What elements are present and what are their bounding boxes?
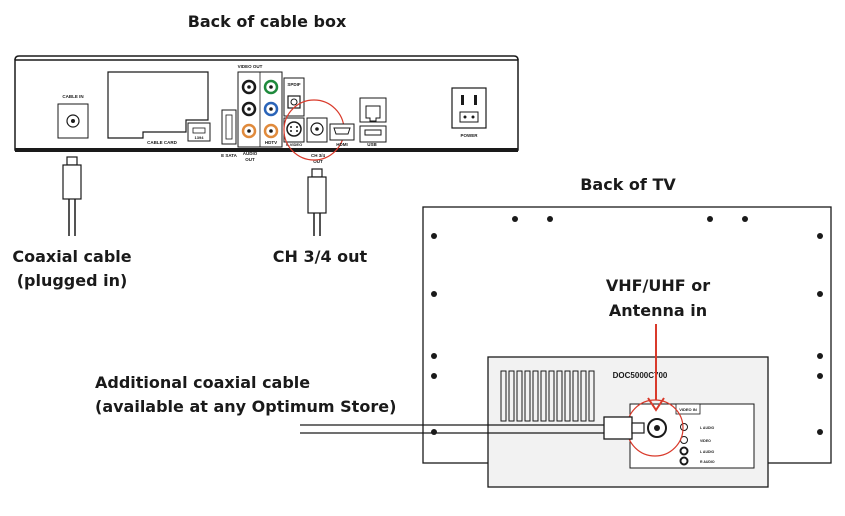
esata-label: E SATA — [221, 153, 238, 158]
power-label: POWER — [460, 133, 478, 138]
coaxial-callout-line1: Coaxial cable — [12, 247, 131, 266]
tv-port-label-2: VIDEO — [700, 439, 711, 443]
tv-port-label-4: R AUDIO — [700, 460, 715, 464]
audio-out-label-2: OUT — [245, 157, 255, 162]
cable-card-slot — [107, 71, 209, 139]
video-out-label: VIDEO OUT — [238, 64, 263, 69]
vhf-callout-line1: VHF/UHF or — [606, 276, 710, 295]
tv-screws — [431, 216, 823, 435]
hdtv-label: HDTV — [265, 140, 277, 145]
ch34-out-label-2: OUT — [313, 159, 323, 164]
usb-label: USB — [367, 142, 377, 147]
port-1394-label: 1394 — [195, 135, 205, 140]
tv-title: Back of TV — [580, 175, 676, 194]
tv-vents — [500, 370, 595, 422]
ch34-out-label-1: CH 3/4 — [311, 153, 326, 158]
firewire-port — [187, 122, 211, 142]
ch34-cable — [307, 168, 327, 236]
additional-coaxial-cable — [300, 416, 645, 440]
additional-callout-line1: Additional coaxial cable — [95, 373, 310, 392]
coaxial-cable-plugged — [62, 156, 82, 236]
tv-video-in-label: VIDEO IN — [679, 407, 697, 412]
cable-box-title: Back of cable box — [188, 12, 347, 31]
esata-port — [221, 109, 237, 145]
tv-port-label-3: L AUDIO — [700, 450, 714, 454]
coaxial-callout-line2: (plugged in) — [17, 271, 128, 290]
hdmi-label: HDMI — [336, 142, 348, 147]
ch34-callout: CH 3/4 out — [273, 247, 368, 266]
cable-in-label: CABLE IN — [62, 94, 83, 99]
antenna-arrow — [647, 324, 665, 412]
vhf-callout-line2: Antenna in — [609, 301, 707, 320]
usb-port — [359, 125, 387, 143]
additional-callout-line2: (available at any Optimum Store) — [95, 397, 396, 416]
tv-back: DOC5000C700 VIDEO IN L AUDIO VIDEO L AUD… — [422, 206, 832, 488]
tv-model-code: DOC5000C700 — [613, 371, 668, 380]
spdif-label: SPDIF — [287, 82, 301, 87]
cable-card-label: CABLE CARD — [147, 140, 177, 145]
svideo-label: S-VIDEO — [286, 142, 302, 147]
audio-out-label-1: AUDIO — [243, 151, 258, 156]
cable-box: CABLE IN CABLE CARD 1394 E SATA VIDEO OU… — [14, 55, 519, 164]
tv-port-label-1: L AUDIO — [700, 426, 714, 430]
